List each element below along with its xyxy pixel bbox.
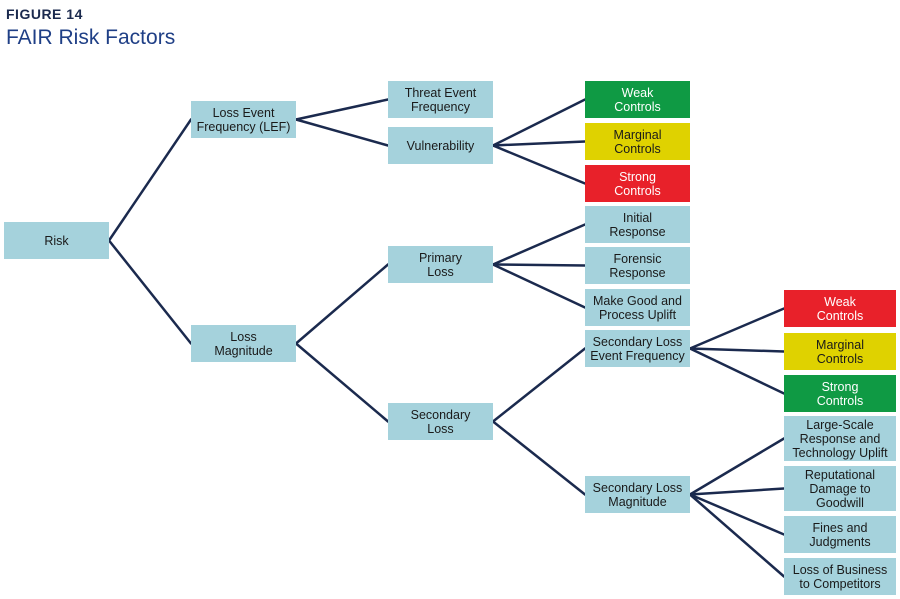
node-weak-controls-label: Weak Controls [614,85,661,114]
node-make-good-process-uplift: Make Good and Process Uplift [585,289,690,326]
connector-slef-weak2 [688,307,786,350]
node-large-scale-response: Large-Scale Response and Technology Upli… [784,416,896,461]
node-secondary-loss-magnitude: Secondary Loss Magnitude [585,476,690,513]
node-loss-of-business: Loss of Business to Competitors [784,558,896,595]
connector-slef-strong2 [688,347,786,395]
node-marginal-controls-secondary: Marginal Controls [784,333,896,370]
node-primary-loss-label: Primary Loss [418,250,463,279]
connector-slef-marg2 [688,347,786,353]
node-secondary-loss-event-frequency-label: Secondary Loss Event Frequency [590,334,685,363]
node-fines-and-judgments-label: Fines and Judgments [809,520,871,549]
connector-risk-lef [107,118,193,242]
node-forensic-response: Forensic Response [585,247,690,284]
node-marginal-controls-label: Marginal Controls [613,127,662,156]
figure-label: FIGURE 14 [6,6,83,22]
connector-risk-lm [107,239,193,345]
node-strong-controls-secondary-label: Strong Controls [816,379,864,408]
node-secondary-loss-magnitude-label: Secondary Loss Magnitude [592,480,683,509]
connector-lef-vuln [294,118,390,147]
node-strong-controls-label: Strong Controls [614,169,661,198]
node-threat-event-frequency-label: Threat Event Frequency [404,85,477,114]
node-weak-controls-secondary-label: Weak Controls [816,294,864,323]
connector-lm-primary [294,263,390,345]
node-loss-of-business-label: Loss of Business to Competitors [792,562,888,591]
node-large-scale-response-label: Large-Scale Response and Technology Upli… [792,417,888,460]
connector-primary-initial [491,223,587,266]
node-loss-event-frequency: Loss Event Frequency (LEF) [191,101,296,138]
node-make-good-process-uplift-label: Make Good and Process Uplift [593,293,682,322]
node-marginal-controls-secondary-label: Marginal Controls [816,337,864,366]
connector-slm-large [688,437,786,496]
figure-title: FAIR Risk Factors [6,26,176,49]
connector-vuln-weak1 [491,98,587,147]
node-reputational-damage: Reputational Damage to Goodwill [784,466,896,511]
connector-primary-makegood [491,263,587,309]
node-risk-label: Risk [44,233,69,248]
node-reputational-damage-label: Reputational Damage to Goodwill [804,467,876,510]
connector-slm-fines [688,493,786,536]
node-fines-and-judgments: Fines and Judgments [784,516,896,553]
node-forensic-response-label: Forensic Response [609,251,666,280]
connector-vuln-strong1 [491,144,587,185]
node-loss-magnitude-label: Loss Magnitude [214,329,273,358]
connector-secondary-slef [491,347,587,423]
connector-secondary-slm [491,420,587,496]
connector-vuln-marg1 [491,140,587,147]
node-secondary-loss-label: Secondary Loss [410,407,471,436]
node-secondary-loss-event-frequency: Secondary Loss Event Frequency [585,330,690,367]
node-weak-controls: Weak Controls [585,81,690,118]
node-initial-response: Initial Response [585,206,690,243]
node-initial-response-label: Initial Response [609,210,666,239]
node-threat-event-frequency: Threat Event Frequency [388,81,493,118]
node-weak-controls-secondary: Weak Controls [784,290,896,327]
node-secondary-loss: Secondary Loss [388,403,493,440]
connector-slm-lob [688,493,786,578]
node-strong-controls: Strong Controls [585,165,690,202]
node-loss-magnitude: Loss Magnitude [191,325,296,362]
connector-lm-secondary [294,342,390,423]
node-loss-event-frequency-label: Loss Event Frequency (LEF) [196,105,291,134]
node-vulnerability: Vulnerability [388,127,493,164]
node-vulnerability-label: Vulnerability [406,138,475,153]
connector-primary-forensic [491,263,587,267]
connector-lef-tef [294,98,390,121]
node-strong-controls-secondary: Strong Controls [784,375,896,412]
connector-slm-rep [688,487,786,496]
node-primary-loss: Primary Loss [388,246,493,283]
node-risk: Risk [4,222,109,259]
node-marginal-controls: Marginal Controls [585,123,690,160]
